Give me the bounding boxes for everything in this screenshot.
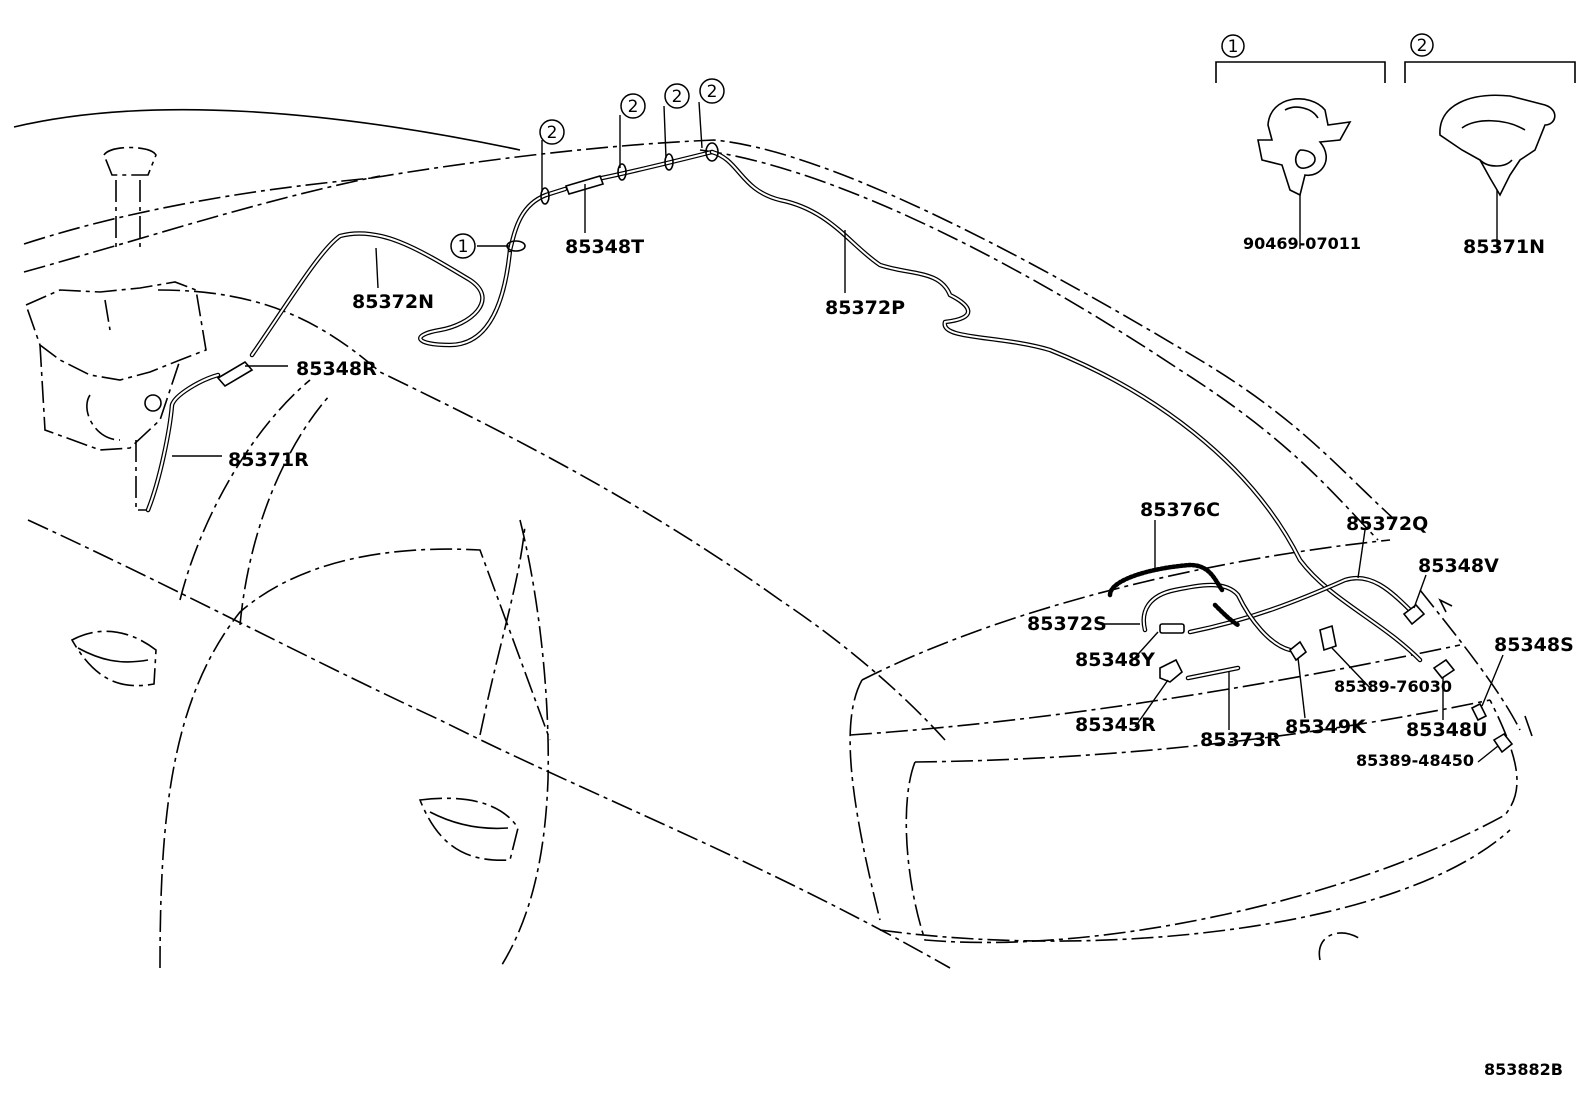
callout-clip-2c: 2 [664, 83, 690, 109]
label-85349K: 85349K [1285, 716, 1367, 738]
label-85345R: 85345R [1075, 714, 1156, 736]
diagram-ref-code: 853882B [1484, 1060, 1563, 1079]
part-number-labels: 90469-07011 85371N 85348T 85372N 85372P … [228, 234, 1574, 770]
joint-85348R [216, 360, 254, 388]
joint-85348V [1402, 603, 1426, 626]
clip-90469-07011-icon [1257, 98, 1352, 197]
hose-clips [506, 142, 719, 252]
leader-lines [172, 101, 1504, 763]
clamp-85389-76030 [1319, 624, 1337, 652]
label-85372Q: 85372Q [1346, 513, 1428, 535]
label-85348R: 85348R [296, 358, 377, 380]
callout-clip-2b: 2 [620, 93, 646, 119]
grommet-85389-48450 [1492, 732, 1514, 754]
washer-hose-network [145, 149, 1423, 681]
label-85389-76030: 85389-76030 [1334, 677, 1452, 696]
detail-1-bracket: 1 [1215, 34, 1386, 197]
label-85348T: 85348T [565, 236, 644, 258]
detail-2-label: 2 [1417, 36, 1428, 56]
callout-clip-1: 1 [450, 233, 476, 259]
label-85348U: 85348U [1406, 719, 1488, 741]
valve-85349K [1288, 640, 1308, 662]
callout-clip-2a: 2 [539, 119, 565, 145]
label-85389-48450: 85389-48450 [1356, 751, 1474, 770]
label-85372N: 85372N [352, 291, 434, 313]
label-85348Y: 85348Y [1075, 649, 1155, 671]
joint-85348U [1432, 658, 1456, 680]
label-90469-07011: 90469-07011 [1243, 234, 1361, 253]
label-85371N: 85371N [1463, 236, 1545, 258]
detail-2-bracket: 2 [1404, 33, 1576, 197]
label-85348S: 85348S [1494, 634, 1574, 656]
nozzle-85345R [1159, 658, 1183, 683]
callout-clip-2d: 2 [699, 78, 725, 104]
car-body-outline [13, 108, 1533, 969]
label-85348V: 85348V [1418, 555, 1499, 577]
joint-85348S [1470, 702, 1488, 722]
label-85371R: 85371R [228, 449, 309, 471]
svg-text:2: 2 [628, 97, 639, 117]
label-85372S: 85372S [1027, 613, 1107, 635]
joint-85348Y [1159, 623, 1185, 634]
clip-callouts: 1 2 2 2 2 [450, 78, 725, 259]
detail-1-label: 1 [1228, 37, 1239, 57]
svg-text:1: 1 [458, 237, 469, 257]
label-85376C: 85376C [1140, 499, 1220, 521]
connector-parts [216, 175, 1514, 754]
svg-text:2: 2 [672, 87, 683, 107]
label-85373R: 85373R [1200, 729, 1281, 751]
label-85372P: 85372P [825, 297, 905, 319]
svg-text:2: 2 [707, 82, 718, 102]
clip-85371N-icon [1439, 94, 1556, 197]
svg-text:2: 2 [547, 123, 558, 143]
washer-reservoir-tank [25, 146, 207, 511]
